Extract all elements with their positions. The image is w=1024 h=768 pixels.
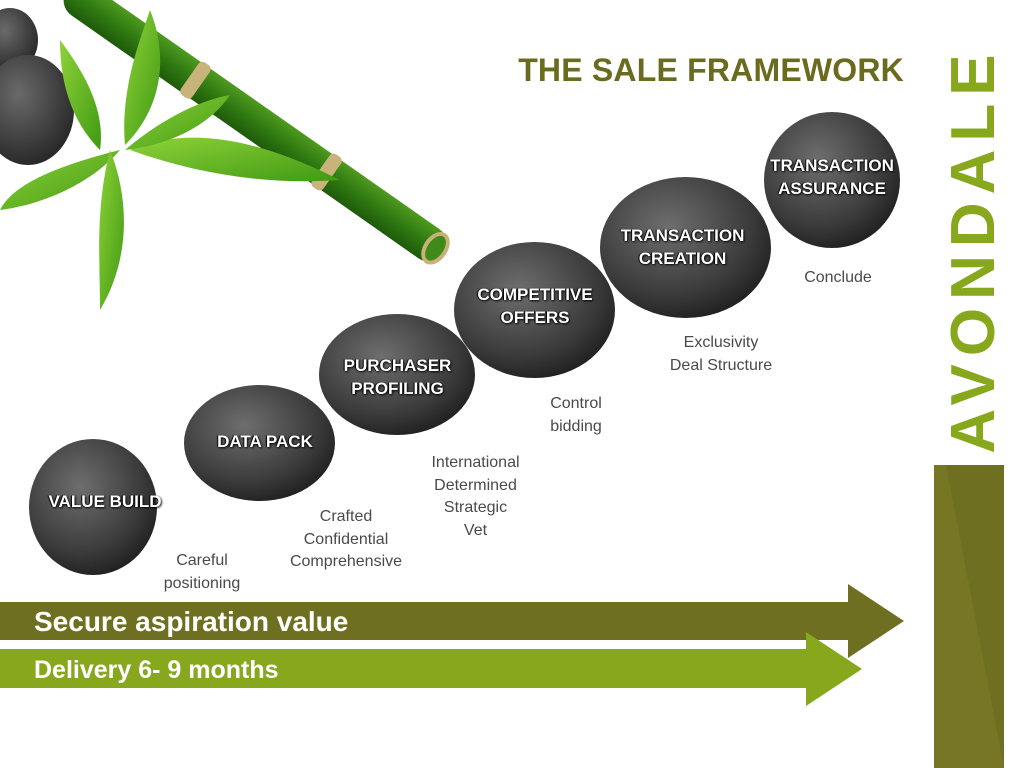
step-1-description: Careful positioning [142, 550, 262, 595]
stone-5-icon [600, 177, 771, 318]
step-1-label: VALUE BUILD [30, 490, 180, 513]
arrow-secure-shape [0, 584, 904, 658]
step-label-line: ASSURANCE [778, 179, 886, 198]
slide-title: THE SALE FRAMEWORK [518, 52, 904, 88]
step-description-line: Confidential [303, 530, 389, 548]
stone-2-icon [184, 385, 335, 501]
arrow-delivery-label: Delivery 6- 9 months [34, 656, 279, 684]
stone-4-icon [454, 242, 615, 378]
step-4-description: Control bidding [535, 393, 617, 438]
step-description-line: International [431, 454, 520, 471]
step-label-line: DATA PACK [217, 432, 313, 451]
step-description-line: positioning [163, 574, 241, 592]
step-5-label: TRANSACTION CREATION [600, 224, 765, 270]
step-label-line: PURCHASER [343, 356, 452, 375]
step-description-line: Careful [176, 552, 228, 569]
step-label-line: COMPETITIVE [477, 285, 593, 304]
step-2-label: DATA PACK [190, 430, 340, 453]
step-label-line: PROFILING [351, 379, 444, 398]
brand-logo: AVONDALE [939, 46, 1008, 454]
step-description-line: Crafted [319, 508, 373, 525]
arrow-delivery-shape [0, 632, 862, 706]
bamboo-stones-decoration [0, 0, 450, 310]
arrow-secure-label: Secure aspiration value [34, 606, 349, 637]
step-label-line: TRANSACTION [620, 226, 745, 245]
step-description-line: Determined [434, 476, 517, 494]
step-label-line: VALUE BUILD [48, 492, 162, 511]
step-description-line: Conclude [804, 269, 872, 286]
stone-decor-icon [0, 55, 74, 165]
step-description-line: Vet [463, 521, 488, 539]
stone-1-icon [29, 439, 157, 575]
step-description-line: Comprehensive [289, 553, 403, 570]
step-description-line: Exclusivity [683, 334, 759, 351]
step-label-line: OFFERS [500, 308, 570, 327]
step-label-line: TRANSACTION [770, 156, 894, 175]
step-description-line: bidding [550, 417, 602, 435]
step-4-label: COMPETITIVE OFFERS [455, 283, 615, 329]
brand-bar: AVONDALE [934, 0, 1024, 768]
step-description-line: Strategic [443, 499, 508, 516]
stone-3-icon [319, 314, 475, 435]
step-6-label: TRANSACTION ASSURANCE [762, 154, 902, 200]
step-label-line: CREATION [638, 249, 727, 268]
step-description-line: Deal Structure [669, 356, 773, 374]
step-3-label: PURCHASER PROFILING [320, 354, 475, 400]
step-description-line: Control [550, 395, 602, 412]
stone-6-icon [764, 112, 900, 248]
step-6-description: Conclude [790, 267, 886, 290]
arrows [0, 584, 904, 706]
